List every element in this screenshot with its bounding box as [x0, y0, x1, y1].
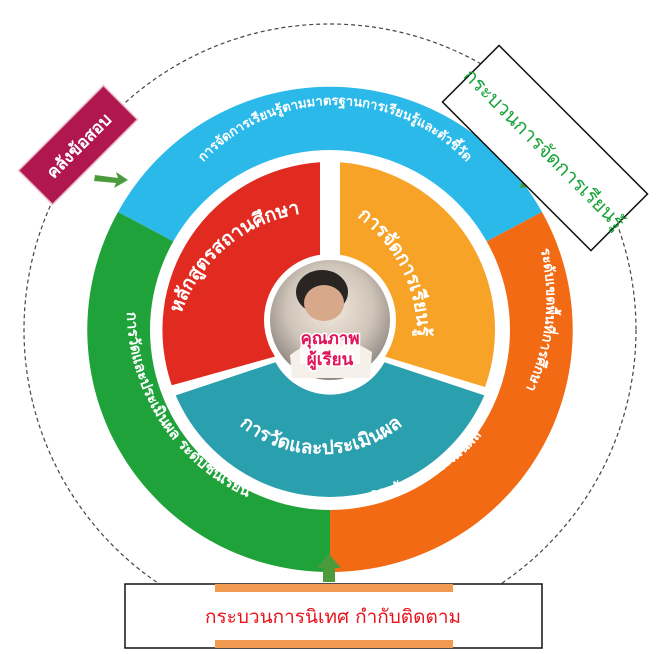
center-label-line2: ผู้เรียน	[307, 349, 354, 371]
center-student-photo: คุณภาพ ผู้เรียน	[264, 254, 396, 386]
supervision-box: กระบวนการนิเทศ กำกับติดตาม	[124, 583, 543, 649]
test-bank-box: คลังข้อสอบ	[17, 84, 139, 206]
inner-ring-learning-segment	[340, 162, 496, 387]
inner-ring-curriculum-segment	[162, 162, 320, 386]
arrow-supervision	[317, 554, 341, 582]
inner-ring	[162, 162, 496, 497]
inner-ring-assessment-segment	[175, 362, 485, 497]
center-label-line1: คุณภาพ	[300, 329, 359, 349]
supervision-label: กระบวนการนิเทศ กำกับติดตาม	[205, 606, 461, 628]
arrow-test-bank	[94, 172, 128, 188]
dashed-boundary-circle	[23, 23, 637, 637]
